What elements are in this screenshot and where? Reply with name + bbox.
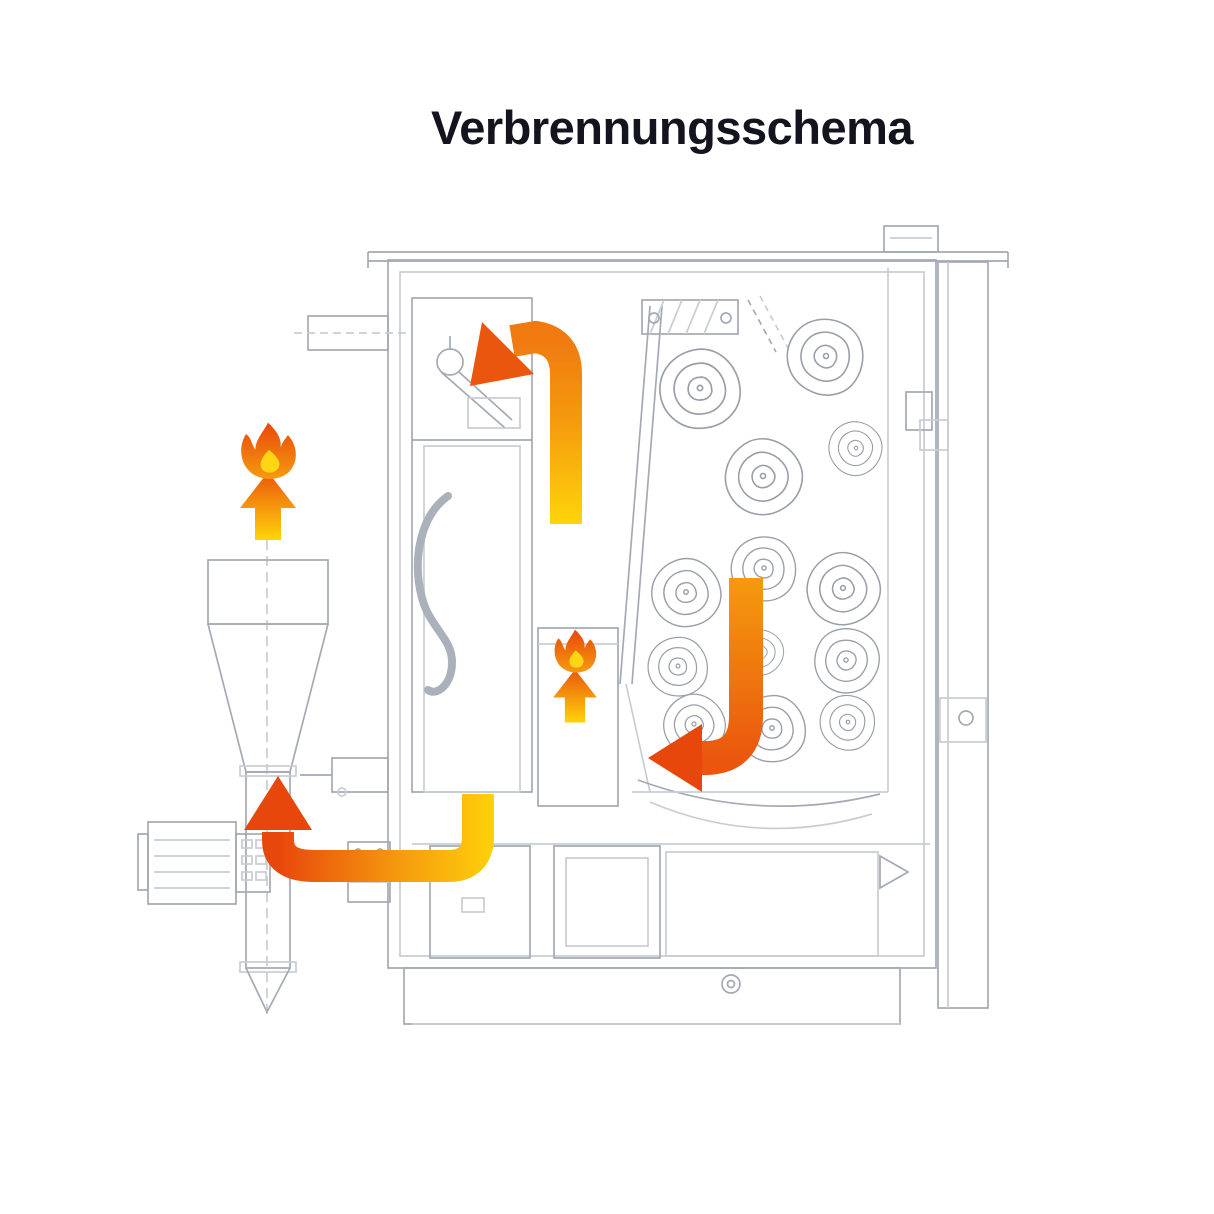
boiler-linework <box>137 225 1009 1025</box>
wood-log <box>639 628 717 705</box>
flame-icon <box>241 422 296 479</box>
exhaust-flame-indicator <box>240 422 296 540</box>
arrowhead <box>648 724 702 792</box>
cyclone-separator <box>206 524 330 1016</box>
latch <box>905 391 933 431</box>
grate-floor <box>632 779 910 890</box>
base-plinth <box>403 967 901 1025</box>
wood-log <box>771 302 881 412</box>
wood-log <box>800 613 894 707</box>
page-title: Verbrennungsschema <box>430 101 914 154</box>
top-fitting <box>883 225 939 253</box>
feed-motor <box>137 821 271 905</box>
arrowhead <box>470 322 534 386</box>
ash-compartments <box>412 843 930 959</box>
wood-log <box>808 683 887 762</box>
cyclone-funnel <box>206 623 330 773</box>
right-panel <box>905 261 989 1009</box>
door-handle <box>958 710 974 726</box>
flue-stub <box>294 315 406 351</box>
flow-arrows <box>240 320 763 882</box>
flue-gas-arrow-top <box>470 320 582 524</box>
chamber-partition <box>619 295 789 793</box>
wood-log <box>799 545 888 633</box>
nozzle <box>879 854 910 890</box>
arrowhead <box>244 776 312 830</box>
turbulator-tube <box>413 492 457 696</box>
primary-air-arrow-right <box>648 578 763 792</box>
up-arrow-icon <box>240 472 296 540</box>
heat-exchanger-column <box>411 297 533 793</box>
combustion-flame-indicator <box>553 629 597 723</box>
up-arrow-icon <box>553 669 597 723</box>
fan-hub <box>436 348 464 376</box>
wood-log <box>714 427 813 526</box>
wood-log-pile <box>639 302 894 770</box>
flue-return-arrow-bottom <box>244 776 494 882</box>
flame-icon <box>554 629 597 673</box>
wood-log <box>651 557 722 628</box>
wood-log <box>821 413 891 484</box>
wood-log <box>654 342 747 435</box>
damper-box <box>641 299 739 335</box>
